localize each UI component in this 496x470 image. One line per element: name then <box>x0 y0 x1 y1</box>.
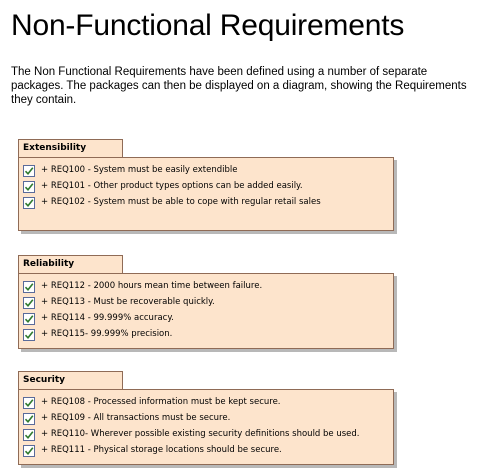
requirement-text: + REQ112 - 2000 hours mean time between … <box>41 281 263 291</box>
requirement-item[interactable]: + REQ109 - All transactions must be secu… <box>19 410 393 426</box>
requirement-text: + REQ110- Wherever possible existing sec… <box>41 429 360 439</box>
package-tab-label: Security <box>18 371 123 390</box>
requirement-text: + REQ111 - Physical storage locations sh… <box>41 445 282 455</box>
requirement-item[interactable]: + REQ111 - Physical storage locations sh… <box>19 442 393 458</box>
requirement-item[interactable]: + REQ100 - System must be easily extendi… <box>19 162 393 178</box>
requirement-text: + REQ100 - System must be easily extendi… <box>41 165 238 175</box>
requirement-text: + REQ115- 99.999% precision. <box>41 329 173 339</box>
requirement-item[interactable]: + REQ101 - Other product types options c… <box>19 178 393 194</box>
package-tab-label: Reliability <box>18 255 123 274</box>
requirement-text: + REQ108 - Processed information must be… <box>41 397 281 407</box>
requirement-text: + REQ101 - Other product types options c… <box>41 181 303 191</box>
package-body: + REQ112 - 2000 hours mean time between … <box>18 273 394 349</box>
requirement-text: + REQ114 - 99.999% accuracy. <box>41 313 174 323</box>
requirement-item[interactable]: + REQ112 - 2000 hours mean time between … <box>19 278 393 294</box>
requirement-item[interactable]: + REQ110- Wherever possible existing sec… <box>19 426 393 442</box>
intro-paragraph: The Non Functional Requirements have bee… <box>11 66 467 106</box>
package-body: + REQ100 - System must be easily extendi… <box>18 157 394 231</box>
requirement-item[interactable]: + REQ115- 99.999% precision. <box>19 326 393 342</box>
requirement-item[interactable]: + REQ114 - 99.999% accuracy. <box>19 310 393 326</box>
requirement-item[interactable]: + REQ108 - Processed information must be… <box>19 394 393 410</box>
requirement-text: + REQ113 - Must be recoverable quickly. <box>41 297 215 307</box>
requirement-item[interactable]: + REQ102 - System must be able to cope w… <box>19 194 393 210</box>
package-body: + REQ108 - Processed information must be… <box>18 389 394 465</box>
requirement-text: + REQ109 - All transactions must be secu… <box>41 413 231 423</box>
requirement-item[interactable]: + REQ113 - Must be recoverable quickly. <box>19 294 393 310</box>
page-title: Non-Functional Requirements <box>11 9 405 42</box>
package-tab-label: Extensibility <box>18 139 123 158</box>
requirement-text: + REQ102 - System must be able to cope w… <box>41 197 321 207</box>
